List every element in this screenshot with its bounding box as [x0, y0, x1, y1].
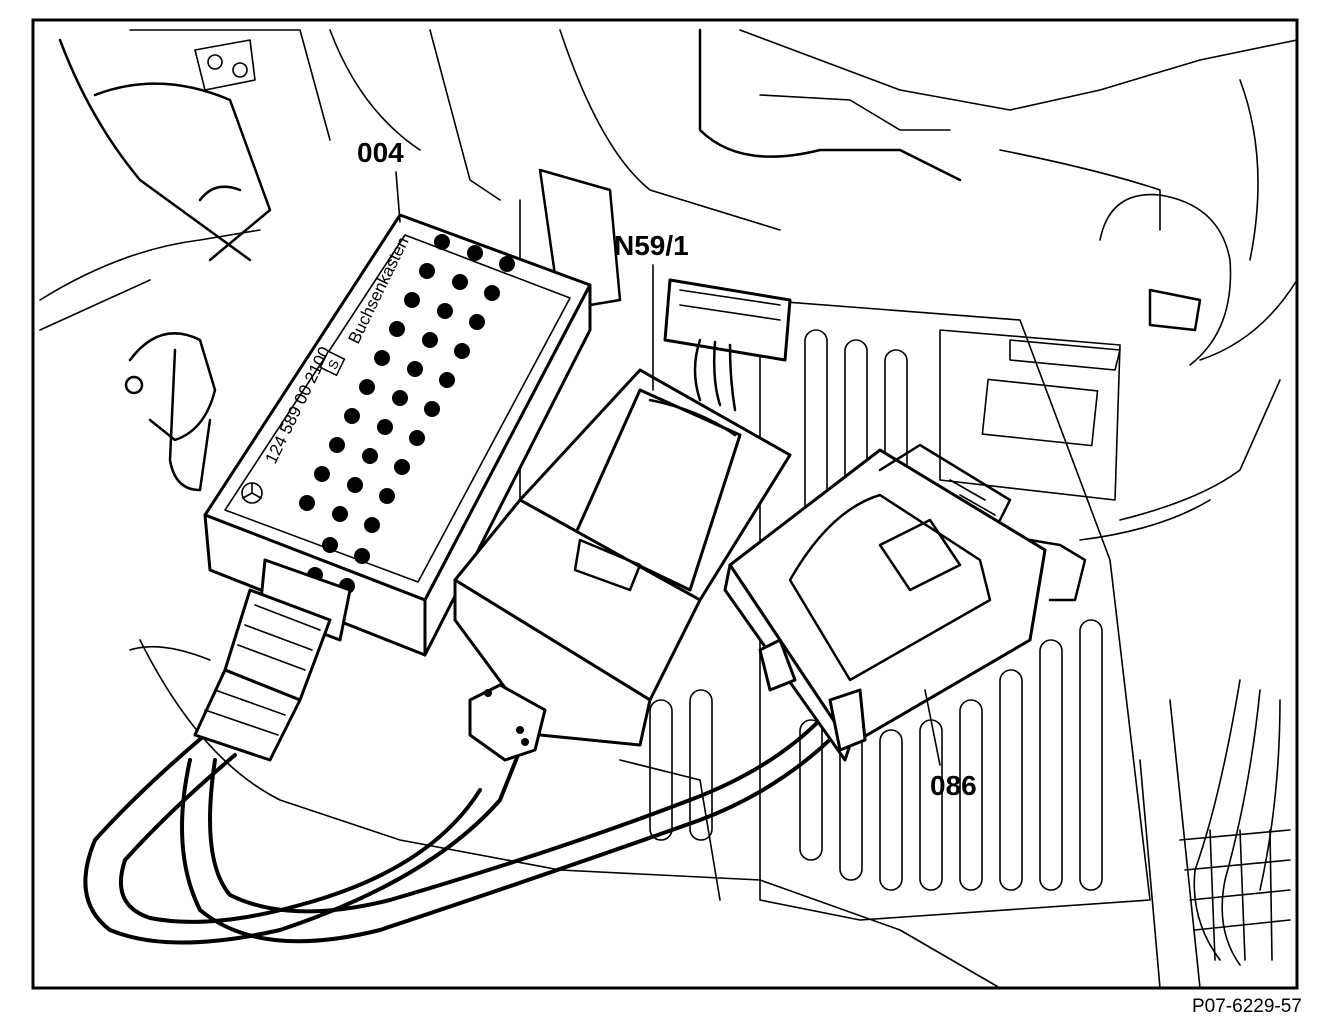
callout-004: 004	[357, 137, 404, 168]
socket-box-badge: S	[319, 350, 346, 377]
callout-086: 086	[930, 770, 977, 801]
socket-box-holes	[299, 234, 515, 594]
callout-leaders	[395, 171, 941, 766]
ground-bracket	[124, 39, 256, 492]
test-cables	[83, 718, 842, 945]
socket-box-004: 124 589 00 2100 S Buchsenkasten	[193, 213, 592, 762]
figure-reference: P07-6229-57	[1192, 996, 1302, 1017]
mercedes-star-logo	[241, 482, 263, 504]
control-unit-n59-1	[453, 278, 792, 762]
callout-n59-1: N59/1	[614, 230, 689, 261]
round-connector-plug	[193, 558, 352, 762]
figure-frame	[31, 18, 1299, 990]
adapter-086	[723, 443, 1087, 762]
floor-mat-ribs	[649, 299, 1151, 921]
wiring-harness-right	[1179, 679, 1291, 966]
